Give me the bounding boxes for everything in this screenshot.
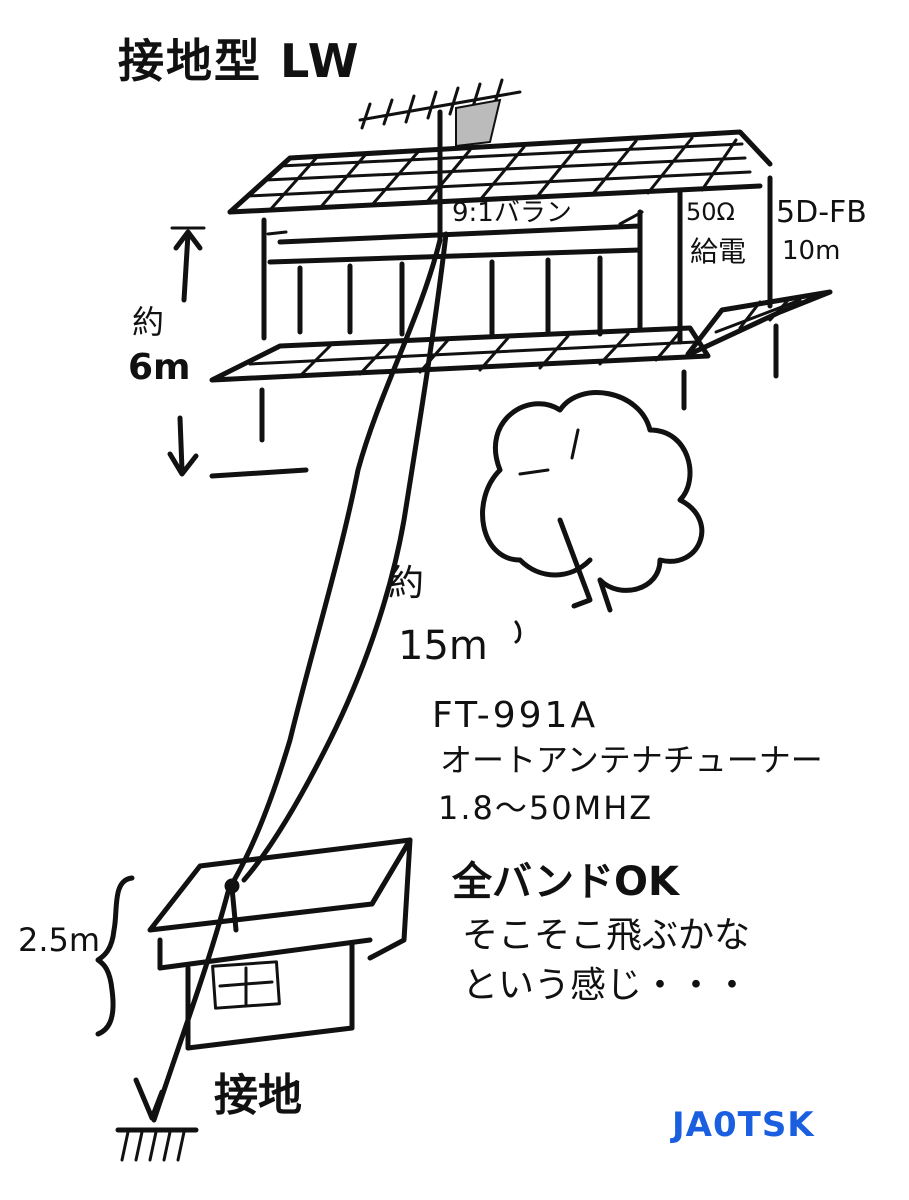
tv-antenna-icon <box>358 78 522 243</box>
tuner-mast <box>151 878 240 1123</box>
shed-height-label: 2.5m <box>18 921 101 959</box>
height-approx-label: 約 <box>132 303 165 341</box>
comment-line-1: そこそこ飛ぶかな <box>462 915 751 956</box>
coax-type-label: 5D-FB <box>776 195 867 230</box>
tuner-label: オートアンテナチューナー <box>440 741 823 779</box>
wire-approx-label: 約 <box>388 563 425 604</box>
lower-roof <box>209 289 833 443</box>
feed-impedance-label: 50Ω <box>686 198 735 226</box>
ground-symbol-icon <box>115 1077 199 1162</box>
tree-icon <box>480 390 705 613</box>
callsign-label: JA0TSK <box>672 1105 815 1145</box>
height-value-label: 6m <box>128 347 191 388</box>
height-arrow <box>167 226 309 479</box>
rig-label: FT-991A <box>432 695 599 736</box>
ground-label: 接地 <box>214 1070 302 1121</box>
diagram-title: 接地型 LW <box>118 34 361 88</box>
comment-line-2: という感じ・・・ <box>462 965 751 1006</box>
house-body <box>261 175 773 345</box>
house-roof <box>227 129 773 215</box>
coax-length-label: 10m <box>782 236 841 266</box>
balun-label: 9:1バラン <box>452 198 572 228</box>
wire-length-label: 15m <box>398 623 488 669</box>
feed-label: 給電 <box>690 235 747 268</box>
frequency-range-label: 1.8～50MHZ <box>438 789 654 827</box>
shed-height-brace <box>95 875 135 1037</box>
shed <box>147 837 413 1051</box>
all-band-label: 全バンドOK <box>452 859 679 905</box>
long-wire-element <box>229 231 522 887</box>
